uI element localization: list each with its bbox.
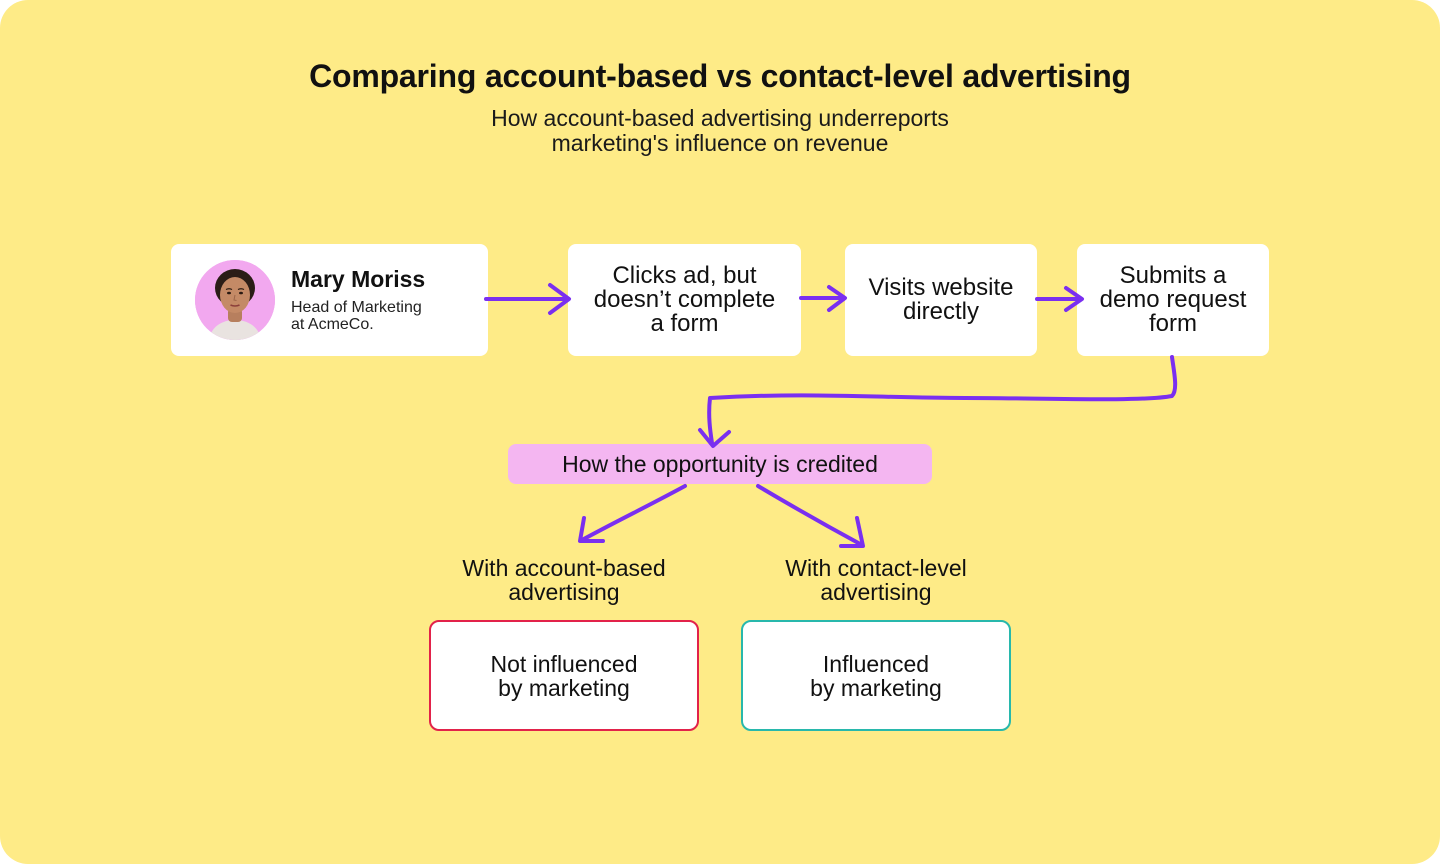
credit-pill: How the opportunity is credited	[508, 444, 932, 484]
outcome-line: by marketing	[498, 674, 630, 701]
outcome-influenced: Influenced by marketing	[741, 620, 1011, 731]
outcome-not-influenced: Not influenced by marketing	[429, 620, 699, 731]
step-card-clicks-ad: Clicks ad, but doesn’t complete a form	[568, 244, 801, 356]
step-line: Submits a	[1119, 262, 1227, 289]
arrow-head-icon	[548, 283, 571, 315]
diagram-subtitle: How account-based advertising underrepor…	[0, 106, 1440, 156]
step-line: demo request	[1099, 286, 1247, 313]
branch-label-contact-level: With contact-level advertising	[741, 556, 1011, 604]
step-line: Clicks ad, but	[612, 262, 757, 289]
branch-label-line: advertising	[820, 579, 932, 605]
step-card-submits-form: Submits a demo request form	[1077, 244, 1269, 356]
step-card-visits-website: Visits website directly	[845, 244, 1037, 356]
outcome-line: Not influenced	[490, 650, 638, 677]
person-name: Mary Moriss	[291, 266, 426, 292]
avatar	[195, 260, 275, 340]
step-line: form	[1148, 310, 1197, 337]
arrow-head-icon	[827, 285, 847, 312]
step-line: doesn’t complete	[593, 286, 776, 313]
branch-label-account-based: With account-based advertising	[429, 556, 699, 604]
branch-label-line: With contact-level	[785, 555, 967, 581]
person-avatar-icon	[195, 260, 275, 340]
arrow-head-icon	[578, 516, 605, 543]
arrow-credit-to-account-based	[580, 484, 687, 542]
outcome-line: Influenced	[822, 650, 930, 677]
subtitle-line: How account-based advertising underrepor…	[491, 105, 949, 131]
branch-label-line: advertising	[508, 579, 620, 605]
arrow-step3-to-credit	[707, 355, 1178, 445]
arrow-head-icon	[839, 516, 865, 548]
subtitle-line: marketing's influence on revenue	[551, 130, 889, 156]
step-line: directly	[902, 298, 979, 325]
person-card: Mary Moriss Head of Marketing at AcmeCo.	[171, 244, 488, 356]
step-line: a form	[650, 310, 719, 337]
step-line: Visits website	[868, 274, 1014, 301]
person-role: Head of Marketing at AcmeCo.	[291, 299, 422, 333]
diagram-title: Comparing account-based vs contact-level…	[309, 58, 1131, 94]
arrow-credit-to-contact-level	[756, 484, 864, 547]
person-role-line: Head of Marketing	[291, 299, 422, 316]
person-role-line: at AcmeCo.	[291, 316, 374, 333]
branch-label-line: With account-based	[462, 555, 666, 581]
outcome-line: by marketing	[810, 674, 942, 701]
